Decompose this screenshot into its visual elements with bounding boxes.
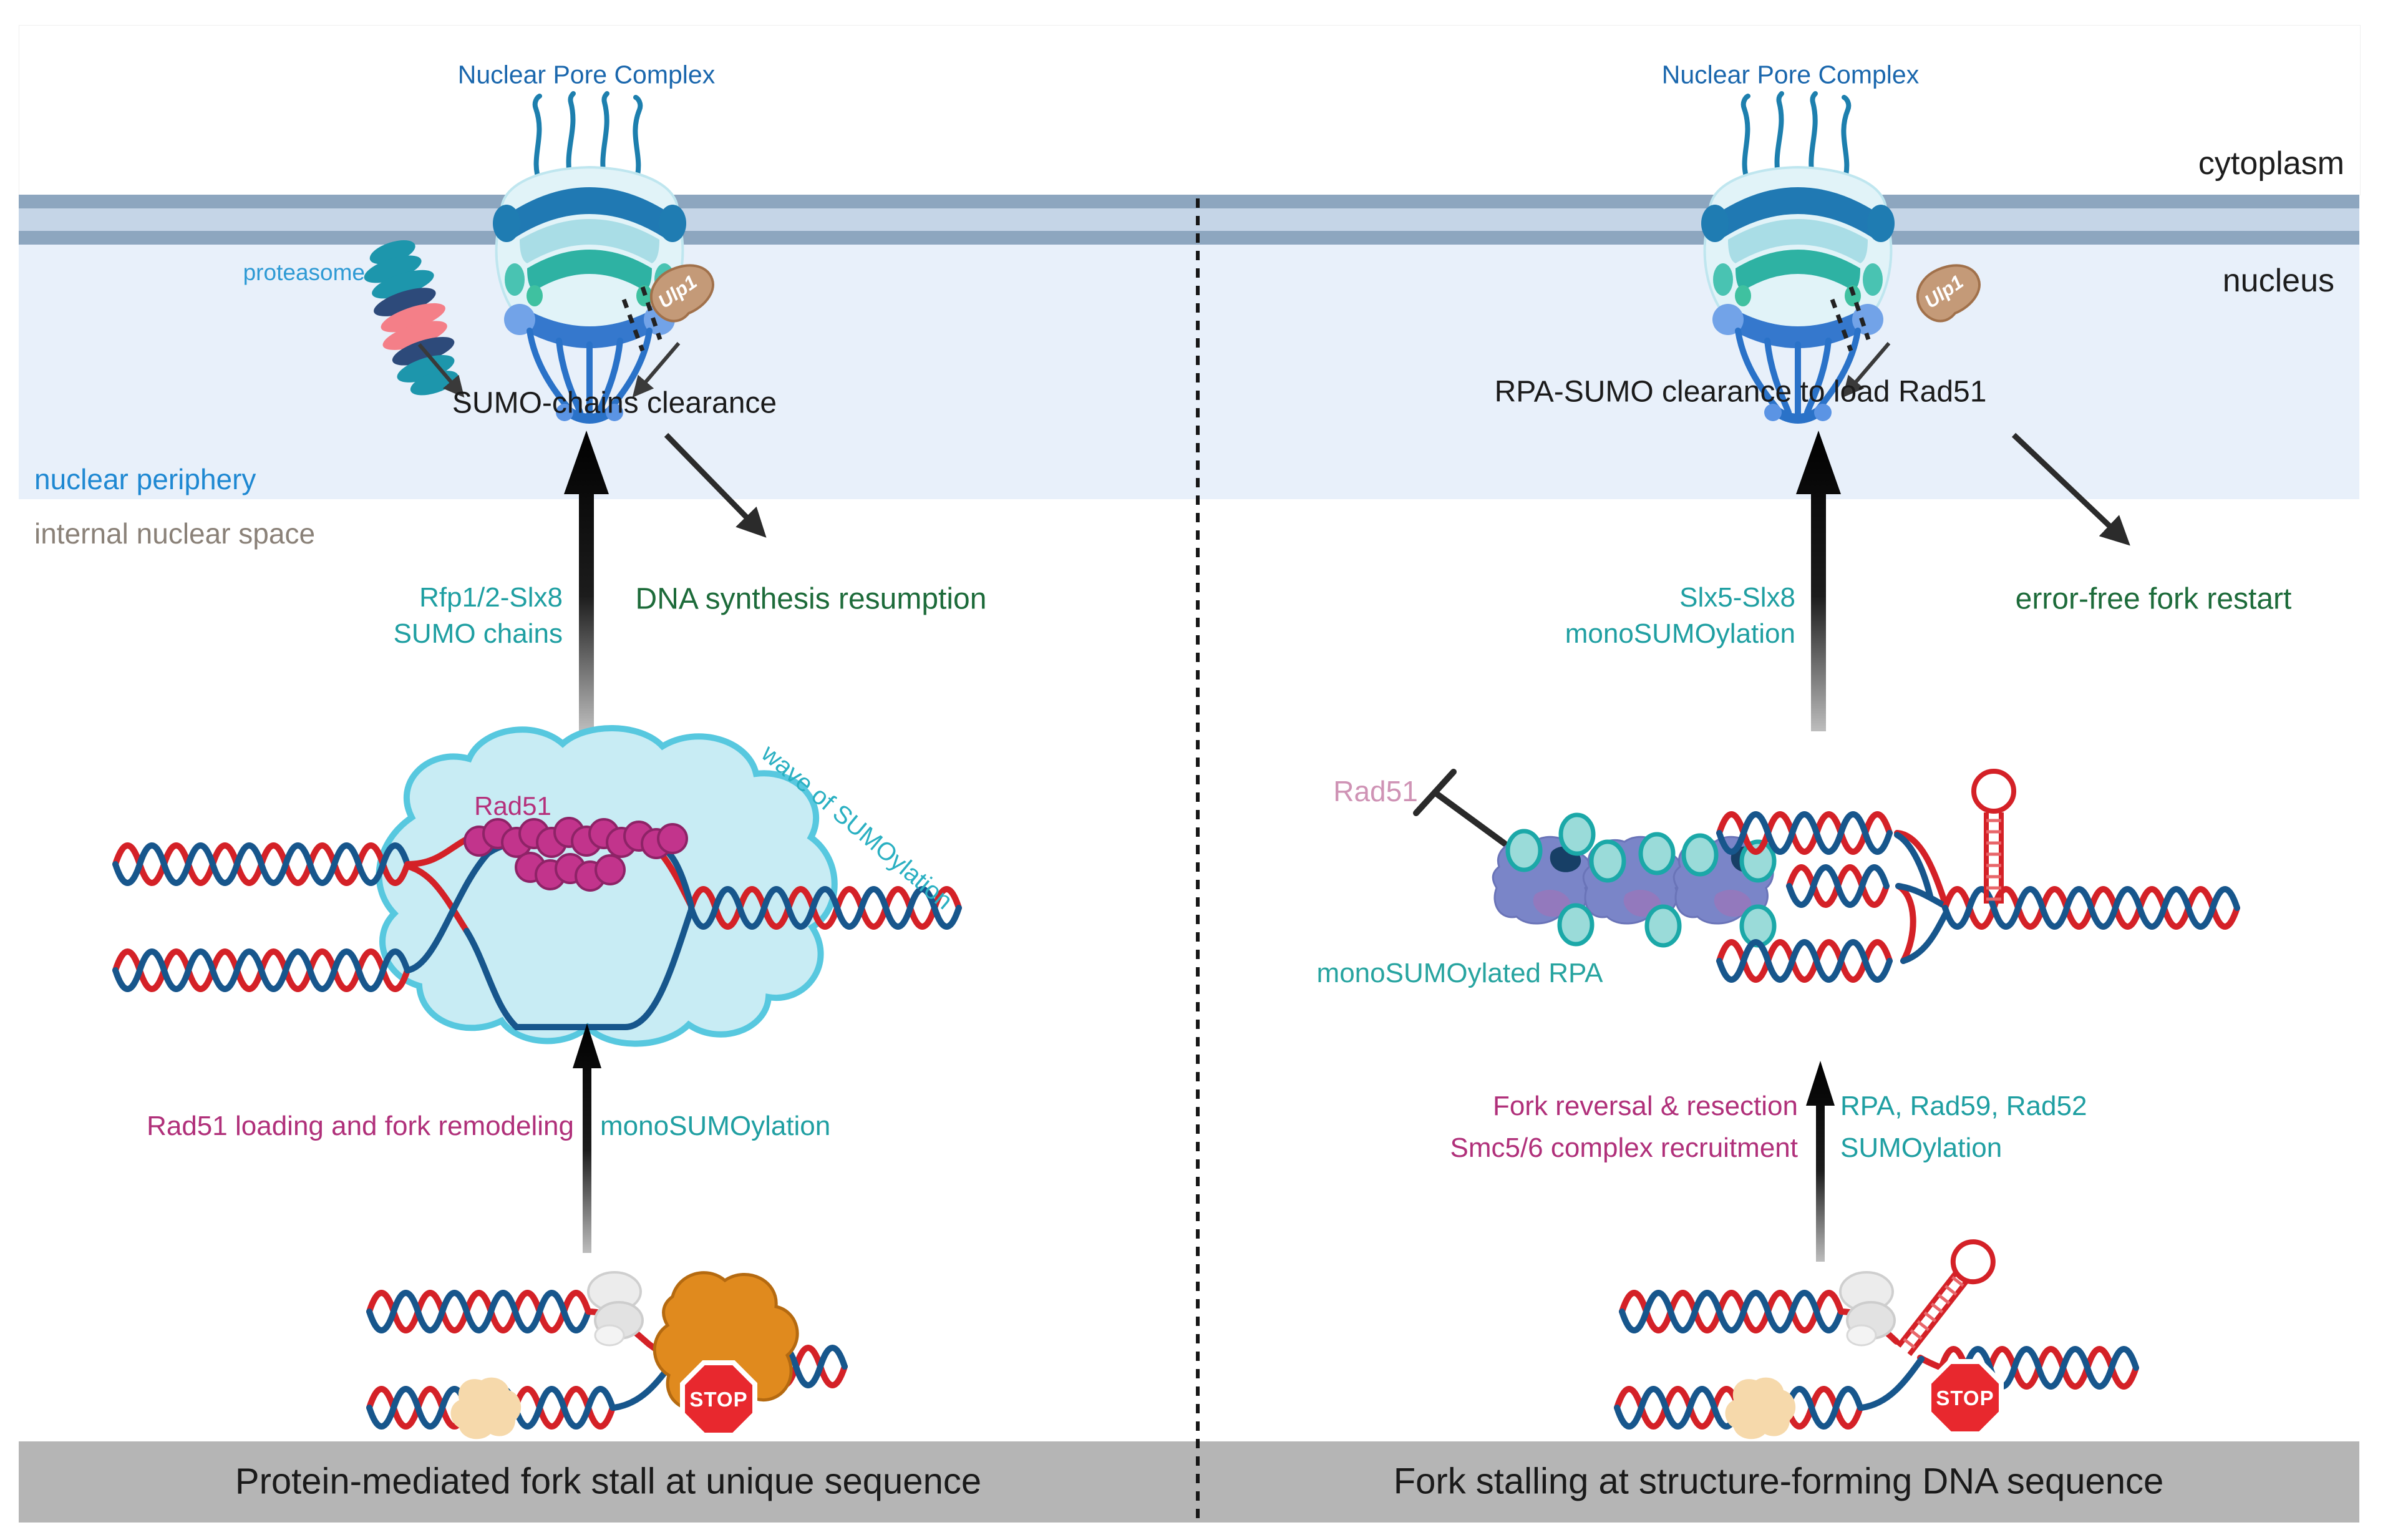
fork-reversal-label: Fork reversal & resection <box>1492 1091 1798 1121</box>
rpa-sumo-clearance-label: RPA-SUMO clearance to load Rad51 <box>1494 375 1987 409</box>
ulp1-to-clearance-arrow-right <box>1842 342 1891 398</box>
internal-nuclear-space-label: internal nuclear space <box>34 517 316 550</box>
npc-left <box>493 94 686 421</box>
rad51-cloud-label: Rad51 <box>474 791 551 821</box>
banner-right-text: Fork stalling at structure-forming DNA s… <box>1393 1461 2164 1502</box>
nucleus-label: nucleus <box>2222 263 2334 299</box>
rad51-filament-beads <box>464 817 688 892</box>
fork-left-top-helix <box>366 1290 591 1333</box>
stop-text-left: STOP <box>689 1388 747 1411</box>
fork-to-cloud-arrow-left <box>573 1023 601 1253</box>
revfork-middle-arm <box>1786 864 1890 908</box>
revfork-bottom-arm <box>1716 939 1893 983</box>
sumo-chain-clearance-up-arrow <box>564 431 609 731</box>
revfork-junction-strands <box>1894 830 1949 964</box>
slx5-slx8-label: Slx5-Slx8 <box>1679 582 1795 613</box>
rpa-rad59-rad52-label: RPA, Rad59, Rad52 <box>1840 1091 2087 1121</box>
rfp-slx8-label: Rfp1/2-Slx8 <box>419 582 563 613</box>
fork-right-replisome <box>1839 1271 1896 1347</box>
stop-text-right: STOP <box>1936 1386 1994 1410</box>
proteasome-left <box>353 232 470 404</box>
dna-helix-exit-right <box>688 886 962 930</box>
sumoylation-label-right: SUMOylation <box>1840 1133 2003 1163</box>
npc-label-right: Nuclear Pore Complex <box>1661 60 1920 89</box>
cytoplasm-region <box>19 25 2361 195</box>
fork-right-top-helix <box>1619 1290 1844 1333</box>
monosumoylated-rpa-label: monoSUMOylated RPA <box>1316 958 1603 988</box>
nuclear-periphery-label: nuclear periphery <box>34 463 256 495</box>
revfork-right-duplex <box>1942 886 2240 930</box>
rpa-sumo-clearance-up-arrow <box>1796 431 1841 731</box>
banner-left-bg <box>19 1441 2359 1523</box>
monosumoylation-label-right: monoSUMOylation <box>1565 618 1795 649</box>
fork-left-tan-protein <box>450 1377 522 1440</box>
npc-label-left: Nuclear Pore Complex <box>457 60 716 89</box>
rad51-inhibited-label: Rad51 <box>1333 775 1418 807</box>
clearance-to-restart-arrow <box>2011 432 2130 546</box>
nuclear-membrane-lumen <box>19 208 2359 231</box>
sumo-chains-label: SUMO chains <box>393 618 563 649</box>
banner-left-text: Protein-mediated fork stall at unique se… <box>235 1461 982 1502</box>
fork-to-rpa-arrow-right <box>1806 1061 1835 1262</box>
dna-dloop-strands <box>404 829 694 1030</box>
hairpin-slanted <box>1896 1239 1996 1357</box>
error-free-fork-restart-label: error-free fork restart <box>2015 582 2292 616</box>
sumoylation-cloud <box>376 725 838 1047</box>
clearance-to-resumption-arrow <box>664 432 767 538</box>
fork-left-replisome <box>587 1271 644 1347</box>
cytoplasm-label: cytoplasm <box>2198 145 2344 182</box>
dna-helix-lower-left <box>112 948 410 992</box>
rad51-inhibition-tbar <box>1413 769 1508 847</box>
hairpin-vertical <box>1971 769 2016 904</box>
fork-right-tan-protein <box>1725 1377 1796 1440</box>
proteasome-to-clearance-arrow <box>417 343 465 398</box>
proteasome-label: proteasome <box>243 260 365 285</box>
fork-right-lagging-strand <box>1858 1356 1925 1411</box>
step-label-left-teal: monoSUMOylation <box>600 1111 831 1141</box>
dna-helix-upper-left <box>112 842 410 886</box>
step-label-left-magenta: Rad51 loading and fork remodeling <box>147 1111 574 1141</box>
smc56-label: Smc5/6 complex recruitment <box>1450 1133 1798 1163</box>
dna-synthesis-resumption-label: DNA synthesis resumption <box>635 582 987 616</box>
sumo-chains-clearance-label: SUMO-chains clearance <box>452 386 777 420</box>
ulp1-to-clearance-arrow-left <box>632 342 681 398</box>
panel-divider-dashed-line <box>1196 198 1200 1523</box>
revfork-top-arm <box>1716 811 1893 855</box>
